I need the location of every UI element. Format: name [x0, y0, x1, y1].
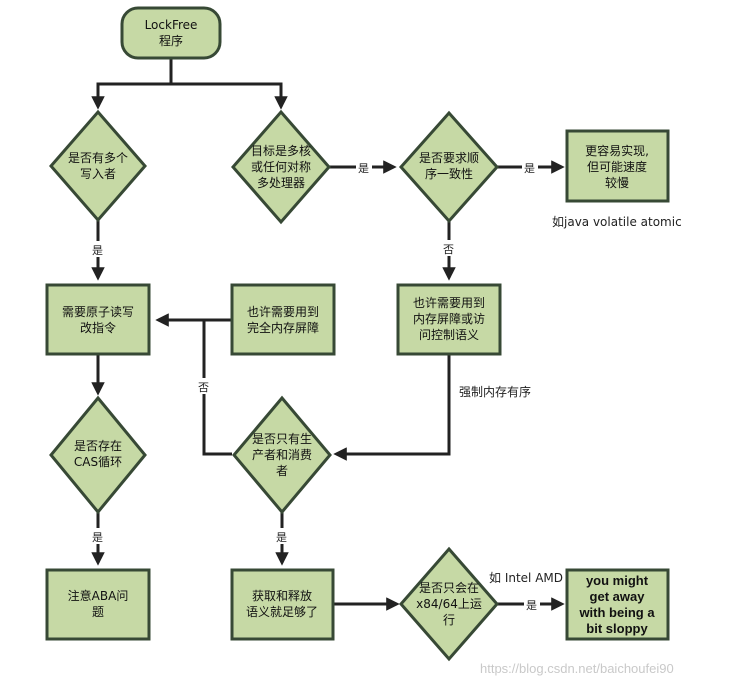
edge-label-smp-yes: 是	[358, 162, 369, 175]
node-prod-cons-line-3: 者	[276, 464, 288, 478]
node-smp-target: 目标是多核 或任何对称 多处理器	[231, 109, 331, 225]
node-prod-cons: 是否只有生 产者和消费 者	[232, 395, 332, 515]
edge-labels: 是 是 否 是 否 是 是 是	[90, 159, 540, 612]
node-cas-loop-line-2: CAS循环	[74, 455, 122, 469]
node-sloppy-line-3: with being a	[578, 605, 655, 620]
node-atomic-rw: 需要原子读写 改指令	[45, 283, 151, 356]
edge-label-order-yes: 是	[524, 162, 535, 175]
node-easy-slow-line-2: 但可能速度	[587, 159, 647, 174]
edge-label-x86-yes: 是	[526, 599, 537, 612]
edge-label-prodcons-no: 否	[198, 381, 209, 394]
node-full-barrier: 也许需要用到 完全内存屏障	[230, 283, 336, 356]
node-barrier-access: 也许需要用到 内存屏障或访 问控制语义	[396, 283, 502, 356]
node-multi-writer: 是否有多个 写入者	[49, 109, 147, 223]
edge-split-multi-writer	[91, 82, 171, 110]
node-full-barrier-line-2: 完全内存屏障	[247, 320, 319, 335]
node-x86-only: 是否只会在 x84/64上运 行	[399, 546, 499, 662]
node-aba-line-2: 题	[92, 605, 104, 619]
edge-split-smp-target	[171, 82, 288, 110]
node-x86-only-line-2: x84/64上运	[416, 597, 482, 611]
node-smp-target-line-2: 或任何对称	[251, 160, 311, 174]
node-barrier-access-line-1: 也许需要用到	[413, 296, 485, 310]
node-order-consistency-line-1: 是否要求顺	[419, 151, 479, 165]
node-start-line-1: LockFree	[145, 18, 198, 32]
node-order-consistency: 是否要求顺 序一致性	[398, 110, 500, 224]
node-sloppy-line-1: you might	[586, 573, 649, 588]
note-force-order: 强制内存有序	[459, 384, 531, 399]
node-prod-cons-line-1: 是否只有生	[252, 432, 312, 446]
node-aba: 注意ABA问 题	[45, 568, 151, 641]
node-sloppy-line-4: bit sloppy	[586, 621, 648, 636]
edge-barrier-prodcons	[333, 354, 451, 461]
node-multi-writer-line-2: 写入者	[80, 167, 116, 181]
watermark: https://blog.csdn.net/baichoufei90	[480, 661, 674, 676]
edge-label-prodcons-yes: 是	[276, 531, 287, 544]
node-sloppy: you might get away with being a bit slop…	[565, 568, 670, 641]
node-easy-slow-line-1: 更容易实现,	[585, 143, 649, 158]
node-prod-cons-line-2: 产者和消费	[252, 448, 312, 462]
node-atomic-rw-line-1: 需要原子读写	[62, 305, 134, 319]
edge-label-multiwriter-yes: 是	[92, 244, 103, 257]
node-easy-slow: 更容易实现, 但可能速度 较慢	[565, 129, 670, 203]
node-start-line-2: 程序	[159, 33, 183, 48]
node-sloppy-line-2: get away	[590, 589, 646, 604]
node-barrier-access-line-3: 问控制语义	[419, 328, 479, 342]
node-cas-loop-line-1: 是否存在	[74, 439, 122, 453]
node-acq-rel: 获取和释放 语义就足够了	[230, 568, 335, 641]
node-smp-target-line-3: 多处理器	[257, 176, 305, 190]
node-x86-only-line-1: 是否只会在	[419, 581, 479, 595]
node-acq-rel-line-1: 获取和释放	[252, 588, 312, 603]
node-atomic-rw-line-2: 改指令	[80, 320, 116, 335]
edge-label-cas-yes: 是	[92, 531, 103, 544]
node-aba-line-1: 注意ABA问	[68, 588, 129, 603]
node-full-barrier-line-1: 也许需要用到	[247, 305, 319, 319]
node-x86-only-line-3: 行	[443, 613, 455, 627]
node-smp-target-line-1: 目标是多核	[251, 144, 311, 158]
node-barrier-access-line-2: 内存屏障或访	[413, 311, 485, 326]
note-intel-amd: 如 Intel AMD	[489, 570, 563, 585]
note-java-example: 如java volatile atomic	[552, 214, 682, 229]
node-multi-writer-line-1: 是否有多个	[68, 151, 128, 165]
edge-label-order-no: 否	[443, 243, 454, 256]
node-easy-slow-line-3: 较慢	[605, 175, 629, 190]
node-start: LockFree 程序	[120, 6, 222, 60]
edge-prodcons-atomic	[202, 320, 232, 456]
node-order-consistency-line-2: 序一致性	[425, 166, 473, 181]
node-acq-rel-line-2: 语义就足够了	[246, 605, 318, 619]
node-cas-loop: 是否存在 CAS循环	[49, 395, 147, 515]
